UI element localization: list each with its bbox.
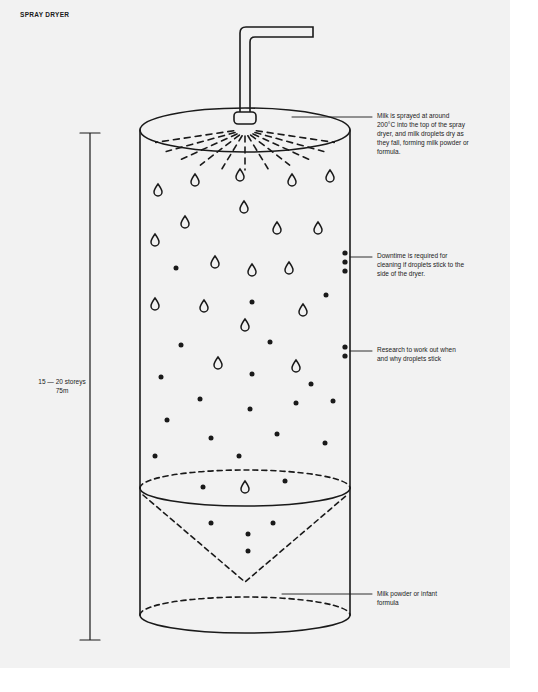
milk-droplet: [292, 360, 300, 372]
powder-particle: [246, 532, 251, 537]
spray-nozzle: [234, 112, 256, 124]
powder-particle: [237, 454, 242, 459]
dryer-top-rim: [140, 108, 350, 152]
stuck-droplet: [342, 250, 347, 255]
powder-particle: [294, 401, 299, 406]
milk-droplet: [314, 222, 322, 234]
dryer-wall: [139, 130, 141, 488]
powder-particle: [248, 407, 253, 412]
leader-line: [282, 594, 372, 595]
milk-droplet: [200, 300, 208, 312]
dryer-rim-front: [140, 488, 350, 506]
powder-particle: [246, 549, 251, 554]
dryer-wall: [349, 130, 351, 488]
milk-droplet: [181, 216, 189, 228]
milk-droplet: [151, 234, 159, 246]
stuck-droplet: [342, 259, 347, 264]
powder-particle: [283, 479, 288, 484]
milk-droplet: [214, 357, 222, 369]
diagram-title: SPRAY DRYER: [20, 10, 69, 19]
spray-stroke: [244, 136, 246, 170]
powder-particle: [159, 375, 164, 380]
powder-particle: [201, 485, 206, 490]
dimension-label: 15 — 20 storeys 75m: [38, 377, 86, 395]
spray-stroke: [256, 131, 334, 143]
droplets: [151, 169, 336, 554]
powder-particle: [179, 343, 184, 348]
leader-line: [350, 257, 372, 258]
dryer-base-back: [140, 597, 350, 615]
milk-droplet: [248, 264, 256, 276]
background-panel: [0, 0, 510, 668]
powder-particle: [324, 293, 329, 298]
milk-droplet: [154, 184, 162, 196]
powder-particle: [268, 340, 273, 345]
stuck-droplet: [342, 344, 347, 349]
leader-line: [350, 351, 372, 352]
powder-particle: [250, 372, 255, 377]
dryer-wall: [139, 488, 141, 615]
milk-droplet: [285, 262, 293, 274]
milk-droplet: [273, 222, 281, 234]
powder-particle: [323, 441, 328, 446]
spray-stroke: [251, 135, 290, 165]
spray-stroke: [222, 136, 242, 169]
dryer-rim-back: [140, 470, 350, 488]
stuck-droplet: [342, 353, 347, 358]
dryer-base-front: [140, 615, 350, 633]
powder-particle: [309, 382, 314, 387]
spray-stroke: [166, 132, 235, 151]
powder-particle: [209, 521, 214, 526]
powder-particle: [165, 418, 170, 423]
powder-particle: [275, 432, 280, 437]
milk-droplet: [288, 174, 296, 186]
powder-particle: [198, 397, 203, 402]
powder-particle: [174, 266, 179, 271]
powder-particle: [250, 300, 255, 305]
milk-droplet: [299, 304, 307, 316]
dryer-wall: [349, 488, 351, 615]
powder-particle: [331, 399, 336, 404]
spray-stroke: [248, 136, 268, 169]
leader-line: [292, 117, 372, 118]
milk-droplet: [151, 298, 159, 310]
spray-pattern: [156, 131, 335, 170]
spray-stroke: [181, 134, 237, 159]
milk-droplet: [326, 170, 334, 182]
callout-note: Milk is sprayed at around 200°C into the…: [377, 111, 469, 156]
powder-particle: [209, 436, 214, 441]
milk-droplet: [241, 319, 249, 331]
callout-note: Research to work out when and why drople…: [377, 345, 461, 363]
milk-droplet: [211, 256, 219, 268]
callout-note: Milk powder or infant formula: [377, 589, 457, 607]
milk-droplet: [236, 169, 244, 181]
collection-cone: [143, 495, 347, 582]
feed-pipe: [240, 27, 313, 115]
milk-droplet: [241, 481, 249, 493]
stuck-droplet: [342, 268, 347, 273]
milk-droplet: [191, 174, 199, 186]
callout-note: Downtime is required for cleaning if dro…: [377, 251, 471, 278]
milk-droplet: [240, 201, 248, 213]
powder-particle: [153, 454, 158, 459]
powder-particle: [271, 521, 276, 526]
